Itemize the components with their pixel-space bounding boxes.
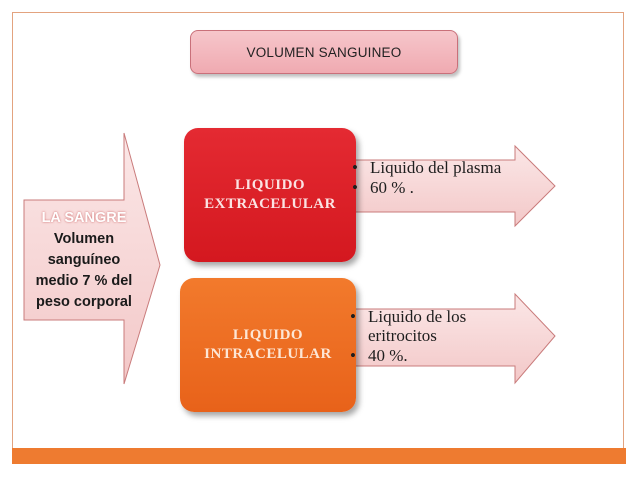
intracellular-bullets: Liquido de los eritrocitos 40 %.: [350, 307, 500, 366]
intracellular-label-line1: LIQUIDO: [232, 327, 304, 343]
list-item: Liquido del plasma: [352, 158, 502, 177]
extracellular-box: LIQUIDO EXTRACELULAR: [184, 128, 356, 262]
blood-line: medio 7 % del: [35, 273, 133, 289]
blood-description: LA SANGRE Volumen sanguíneo medio 7 % de…: [30, 208, 138, 313]
intracellular-label-line2: INTRACELULAR: [204, 346, 332, 362]
bottom-accent-bar: [12, 448, 626, 464]
blood-line: peso corporal: [36, 294, 132, 310]
list-item: Liquido de los eritrocitos: [350, 307, 500, 345]
extracellular-label-line1: LIQUIDO: [234, 177, 306, 193]
title-text: VOLUMEN SANGUINEO: [246, 44, 402, 60]
blood-heading: LA SANGRE: [41, 210, 127, 226]
blood-line: sanguíneo: [47, 252, 121, 268]
title-box: VOLUMEN SANGUINEO: [190, 30, 458, 74]
blood-arrow: [23, 132, 161, 385]
extracellular-label-line2: EXTRACELULAR: [204, 196, 336, 212]
extracellular-bullets: Liquido del plasma 60 % .: [352, 158, 502, 198]
blood-line: Volumen: [53, 231, 115, 247]
list-item: 60 % .: [352, 178, 502, 197]
list-item: 40 %.: [350, 346, 500, 365]
intracellular-box: LIQUIDO INTRACELULAR: [180, 278, 356, 412]
